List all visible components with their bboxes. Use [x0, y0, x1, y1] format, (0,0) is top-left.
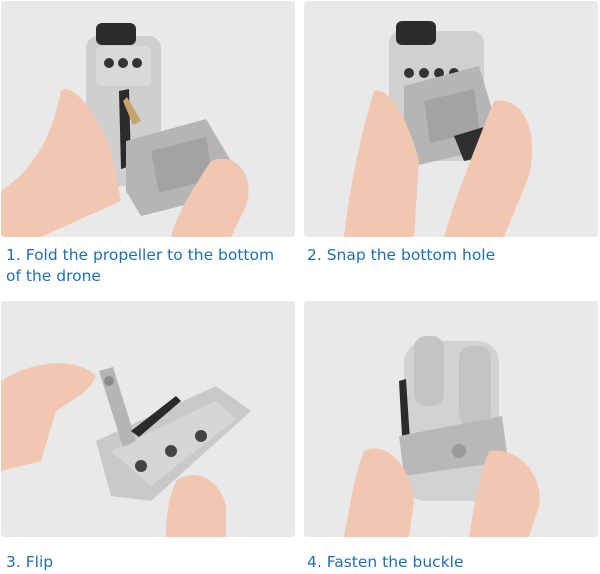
snap-bottom-hole-illustration: [344, 21, 533, 237]
step-4-caption: 4. Fasten the buckle: [307, 553, 464, 571]
step-2-photo: [304, 1, 598, 237]
right-hand: [444, 100, 533, 237]
step-1-photo: [1, 1, 295, 237]
step-4-photo: [304, 301, 598, 537]
right-hand: [171, 158, 249, 237]
left-hand: [1, 89, 121, 237]
protector-buckle: [399, 416, 508, 476]
step-3-caption: 3. Flip: [6, 553, 54, 571]
fold-propeller-illustration: [1, 23, 249, 237]
left-hand: [344, 448, 414, 537]
gimbal-camera: [96, 23, 136, 45]
left-hand: [344, 90, 419, 237]
left-hand: [1, 363, 96, 471]
step-3-photo: [1, 301, 295, 537]
gimbal-camera: [396, 21, 436, 45]
right-hand: [469, 450, 540, 537]
step-2-caption: 2. Snap the bottom hole: [307, 246, 496, 264]
protector-strap: [99, 367, 136, 447]
right-hand: [166, 475, 226, 537]
step-1-caption: 1. Fold the propeller to the bottom of t…: [6, 246, 275, 285]
propeller: [131, 396, 181, 437]
flip-illustration: [1, 363, 251, 537]
fasten-buckle-illustration: [344, 336, 540, 537]
